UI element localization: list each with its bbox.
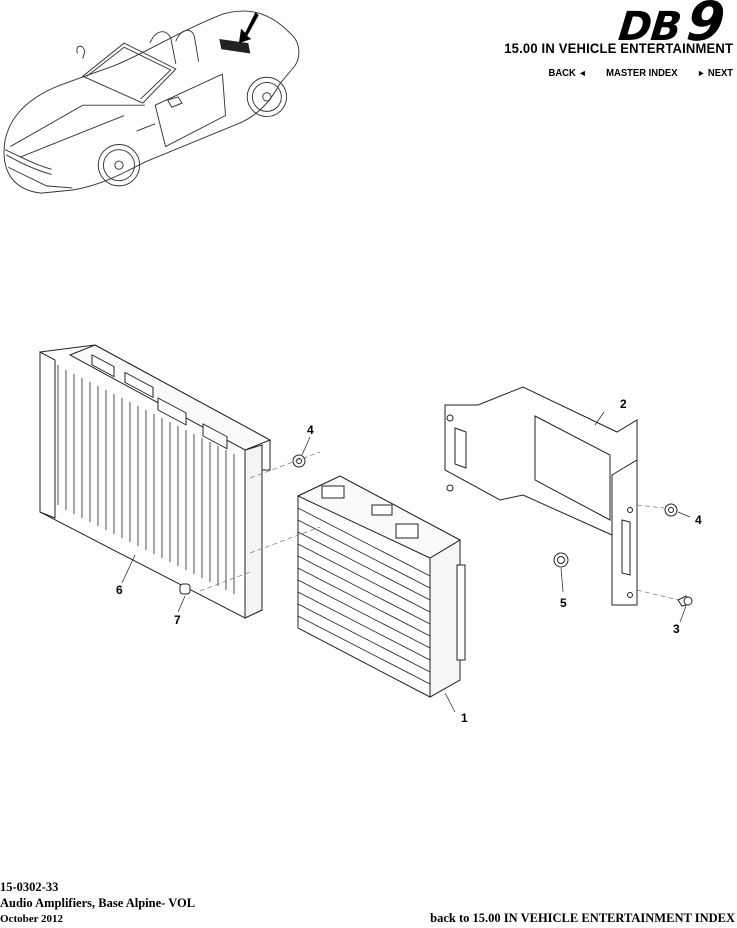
car-locator-illustration [3,10,300,194]
callout-1[interactable]: 1 [461,711,468,725]
callout-6[interactable]: 6 [116,583,123,597]
back-to-index-link[interactable]: back to 15.00 IN VEHICLE ENTERTAINMENT I… [430,911,735,925]
back-label: BACK [548,67,576,79]
page-code: 15-0302-33 [0,880,59,894]
next-arrow-icon: ► [697,68,706,78]
back-arrow-icon: ◄ [578,68,587,78]
publication-date: October 2012 [0,913,64,925]
page-title: Audio Amplifiers, Base Alpine- VOL [0,896,196,910]
page-navigation: BACK ◄ MASTER INDEX ► NEXT [548,67,733,79]
next-link[interactable]: ► NEXT [697,67,733,79]
master-index-link[interactable]: MASTER INDEX [606,67,678,79]
callout-7[interactable]: 7 [174,613,181,627]
callout-2[interactable]: 2 [620,397,627,411]
callout-4-left[interactable]: 4 [307,423,314,437]
callout-4-right[interactable]: 4 [695,513,702,527]
callout-5[interactable]: 5 [560,596,567,610]
back-link[interactable]: BACK ◄ [548,67,586,79]
callout-3[interactable]: 3 [673,622,680,636]
section-title: 15.00 IN VEHICLE ENTERTAINMENT [504,40,733,56]
next-label: NEXT [707,67,733,79]
